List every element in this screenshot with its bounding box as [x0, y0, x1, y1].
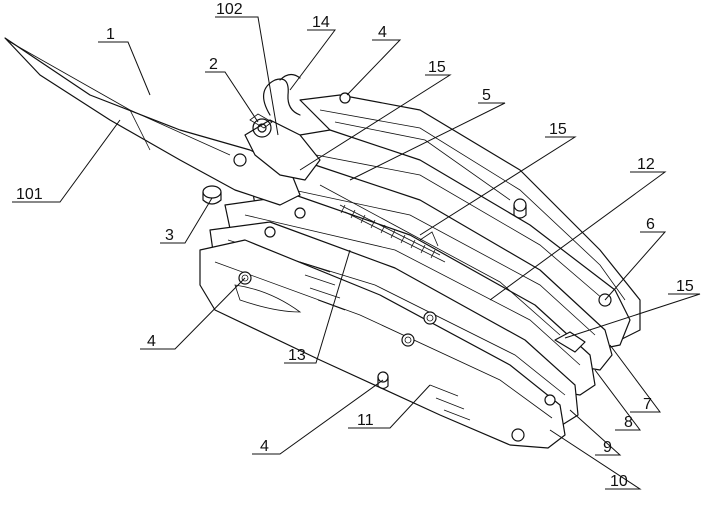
label-15-top: 15 — [428, 59, 446, 76]
label-4-top: 4 — [378, 24, 387, 41]
label-15-mid: 15 — [549, 121, 567, 138]
label-5: 5 — [482, 87, 491, 104]
blade — [4, 37, 301, 206]
label-4-left: 4 — [147, 333, 156, 350]
label-1: 1 — [106, 26, 115, 43]
wire-clip — [263, 73, 301, 116]
label-8: 8 — [624, 414, 633, 431]
label-4-bottom: 4 — [260, 438, 269, 455]
label-3: 3 — [165, 227, 174, 244]
label-101: 101 — [16, 186, 43, 203]
label-10: 10 — [610, 473, 628, 490]
pivot-assembly — [244, 113, 321, 181]
handle-scale-front — [199, 239, 566, 449]
label-2: 2 — [209, 56, 218, 73]
lock-bar — [319, 184, 586, 353]
label-11: 11 — [357, 412, 374, 429]
thumb-stud — [202, 185, 222, 205]
label-6: 6 — [646, 216, 655, 233]
label-7: 7 — [643, 396, 652, 413]
label-14: 14 — [312, 14, 330, 31]
label-9: 9 — [603, 439, 612, 456]
label-12: 12 — [637, 156, 655, 173]
label-13: 13 — [288, 347, 306, 364]
coil-spring — [339, 204, 446, 263]
leader-lines — [12, 16, 701, 490]
callout-labels: 1 2 102 14 4 15 5 15 12 6 15 101 3 4 13 … — [16, 1, 694, 490]
label-15-right: 15 — [676, 278, 694, 295]
label-102: 102 — [216, 1, 243, 18]
